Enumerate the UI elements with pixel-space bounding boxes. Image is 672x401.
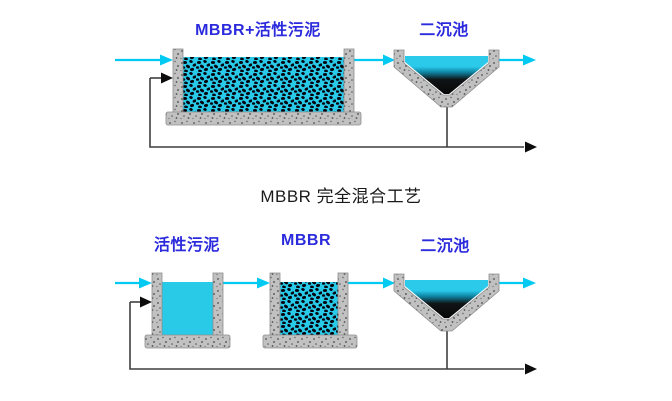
bottom-tank1-left-wall — [151, 272, 163, 337]
process-caption: MBBR 完全混合工艺 — [260, 187, 422, 206]
top-tank-base-slab — [165, 111, 362, 126]
bottom-tank2-label: MBBR — [281, 232, 331, 249]
bottom-clarifier-label: 二沉池 — [420, 238, 470, 255]
top-tank-right-wall — [343, 48, 355, 114]
bottom-tank1-label: 活性污泥 — [153, 237, 220, 254]
top-effluent-arrow-icon — [523, 54, 536, 66]
top-tank-left-wall — [172, 48, 184, 114]
top-tank-media-dots — [183, 57, 344, 113]
bottom-waste-arrow-icon — [525, 363, 537, 375]
top-reactor-label: MBBR+活性污泥 — [195, 22, 321, 39]
bottom-tank2-right-wall — [337, 272, 349, 337]
bottom-clarifier — [393, 273, 500, 332]
bottom-return-line — [129, 296, 537, 375]
bottom-transfer1-arrow-icon — [257, 277, 270, 289]
bottom-tank1-right-wall — [212, 272, 224, 337]
top-return-line — [149, 72, 537, 153]
bottom-tank2-media-dots — [280, 282, 338, 336]
top-clarifier-shell — [393, 49, 500, 108]
bottom-clarifier-shell — [393, 273, 500, 332]
bottom-influent-arrow-icon — [139, 277, 152, 289]
top-process-diagram — [115, 48, 537, 153]
bottom-tank1-water — [162, 282, 213, 336]
top-clarifier-contents — [405, 56, 488, 94]
bottom-effluent-arrow-icon — [523, 277, 536, 289]
bottom-process-diagram — [115, 272, 537, 375]
top-waste-arrow-icon — [525, 141, 537, 153]
bottom-return-arrow-icon — [140, 296, 152, 308]
bottom-flow-arrows — [115, 277, 536, 289]
bottom-mbbr-tank — [262, 272, 358, 349]
top-clarifier-label: 二沉池 — [419, 22, 469, 39]
top-aeration-tank — [165, 48, 362, 126]
top-clarifier — [393, 49, 500, 108]
top-transfer-arrow-icon — [383, 54, 395, 66]
bottom-transfer2-arrow-icon — [383, 277, 395, 289]
top-influent-arrow-icon — [160, 54, 173, 66]
bottom-tank1-base-slab — [144, 334, 231, 349]
top-flow-arrows — [115, 54, 536, 66]
bottom-activated-sludge-tank — [144, 272, 231, 349]
top-return-arrow-icon — [161, 72, 173, 84]
bottom-tank2-base-slab — [262, 334, 358, 349]
bottom-tank2-left-wall — [269, 272, 281, 337]
bottom-clarifier-contents — [405, 280, 488, 318]
